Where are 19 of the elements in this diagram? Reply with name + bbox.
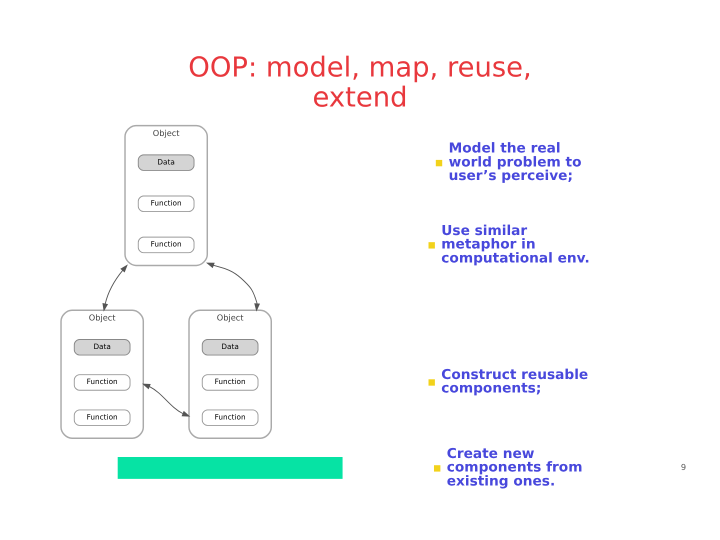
node-box: Function	[202, 374, 258, 390]
node-bar	[118, 456, 343, 478]
node-box: Data	[74, 338, 130, 356]
node-box: Function	[138, 195, 194, 212]
arrow	[102, 264, 128, 312]
label: 9	[680, 461, 686, 472]
diagram-title: OOP: model, map, reuse, extend	[188, 52, 532, 113]
label: Model the real world problem to user’s perceive;	[448, 140, 582, 184]
arrow	[142, 383, 190, 416]
label: Create new components from existing ones.	[446, 445, 583, 489]
node-box: Data	[138, 154, 194, 170]
node-box: Function	[74, 374, 130, 390]
node-box: Function	[202, 408, 258, 426]
node-box: Function	[138, 236, 194, 253]
label: Use similar metaphor in computational env.	[441, 222, 590, 266]
label: Construct reusable components;	[441, 366, 588, 396]
arrow	[206, 262, 260, 312]
node-box: Data	[202, 338, 258, 356]
node-box: Function	[74, 408, 130, 426]
